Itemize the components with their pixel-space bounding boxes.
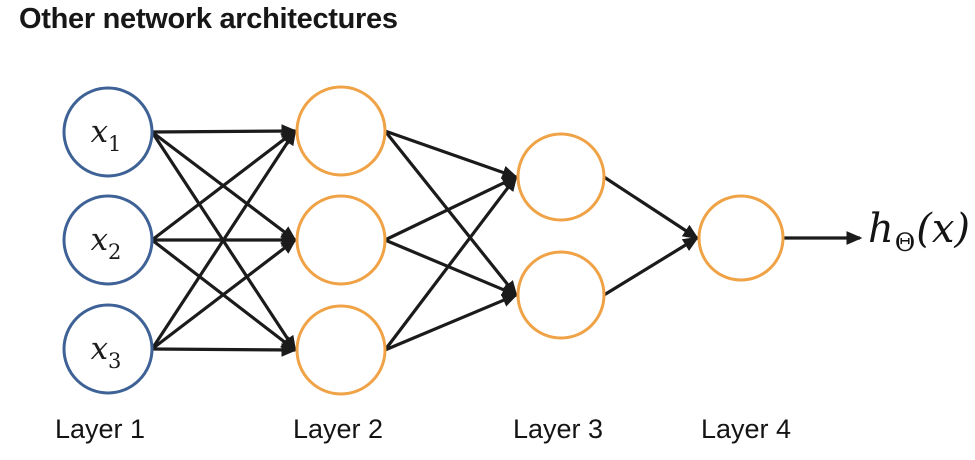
- node-layer3-1: [516, 132, 606, 222]
- hypothesis-subscript-theta: Θ: [894, 228, 916, 257]
- node-layer1-3: [62, 303, 154, 395]
- edge-l2n2-l3n2: [384, 238, 519, 297]
- edge-l1n3-l2n2: [151, 238, 297, 351]
- edge-l3n1-l4n1: [603, 175, 700, 240]
- edges: [150, 124, 863, 357]
- slide-title: Other network architectures: [19, 3, 398, 35]
- node-layer1-2: [62, 194, 154, 286]
- edge-l2n1-l3n1: [384, 129, 519, 179]
- edge-l3n2-l4n1: [603, 236, 700, 297]
- edge-l1n3-l2n1: [150, 128, 297, 350]
- layer-4-label: Layer 4: [700, 414, 792, 444]
- edge-l2n3-l3n2: [384, 293, 519, 352]
- node-label-x3: x3: [91, 331, 122, 373]
- node-layer2-3: [295, 304, 387, 396]
- hypothesis-output-label: hΘ(x): [868, 207, 970, 257]
- edge-l1n3-l2n3: [151, 343, 298, 357]
- edge-l2n3-l3n1: [383, 175, 518, 351]
- node-layer1-1: [62, 86, 154, 178]
- edge-l2n1-l3n2: [383, 130, 518, 297]
- edge-l1n2-l2n1: [151, 129, 297, 242]
- node-layer4-1: [697, 194, 785, 282]
- hypothesis-base: h: [868, 206, 894, 252]
- layer-2-label: Layer 2: [292, 414, 384, 444]
- node-layer2-1: [295, 85, 387, 177]
- edge-l1n1-l2n1: [151, 124, 298, 138]
- node-layer3-2: [516, 250, 606, 340]
- layer-1-label: Layer 1: [54, 414, 146, 444]
- hypothesis-args: (x): [916, 206, 971, 252]
- node-layer2-2: [295, 194, 387, 286]
- layer-3-label: Layer 3: [512, 414, 604, 444]
- edge-l2n2-l3n1: [384, 175, 519, 242]
